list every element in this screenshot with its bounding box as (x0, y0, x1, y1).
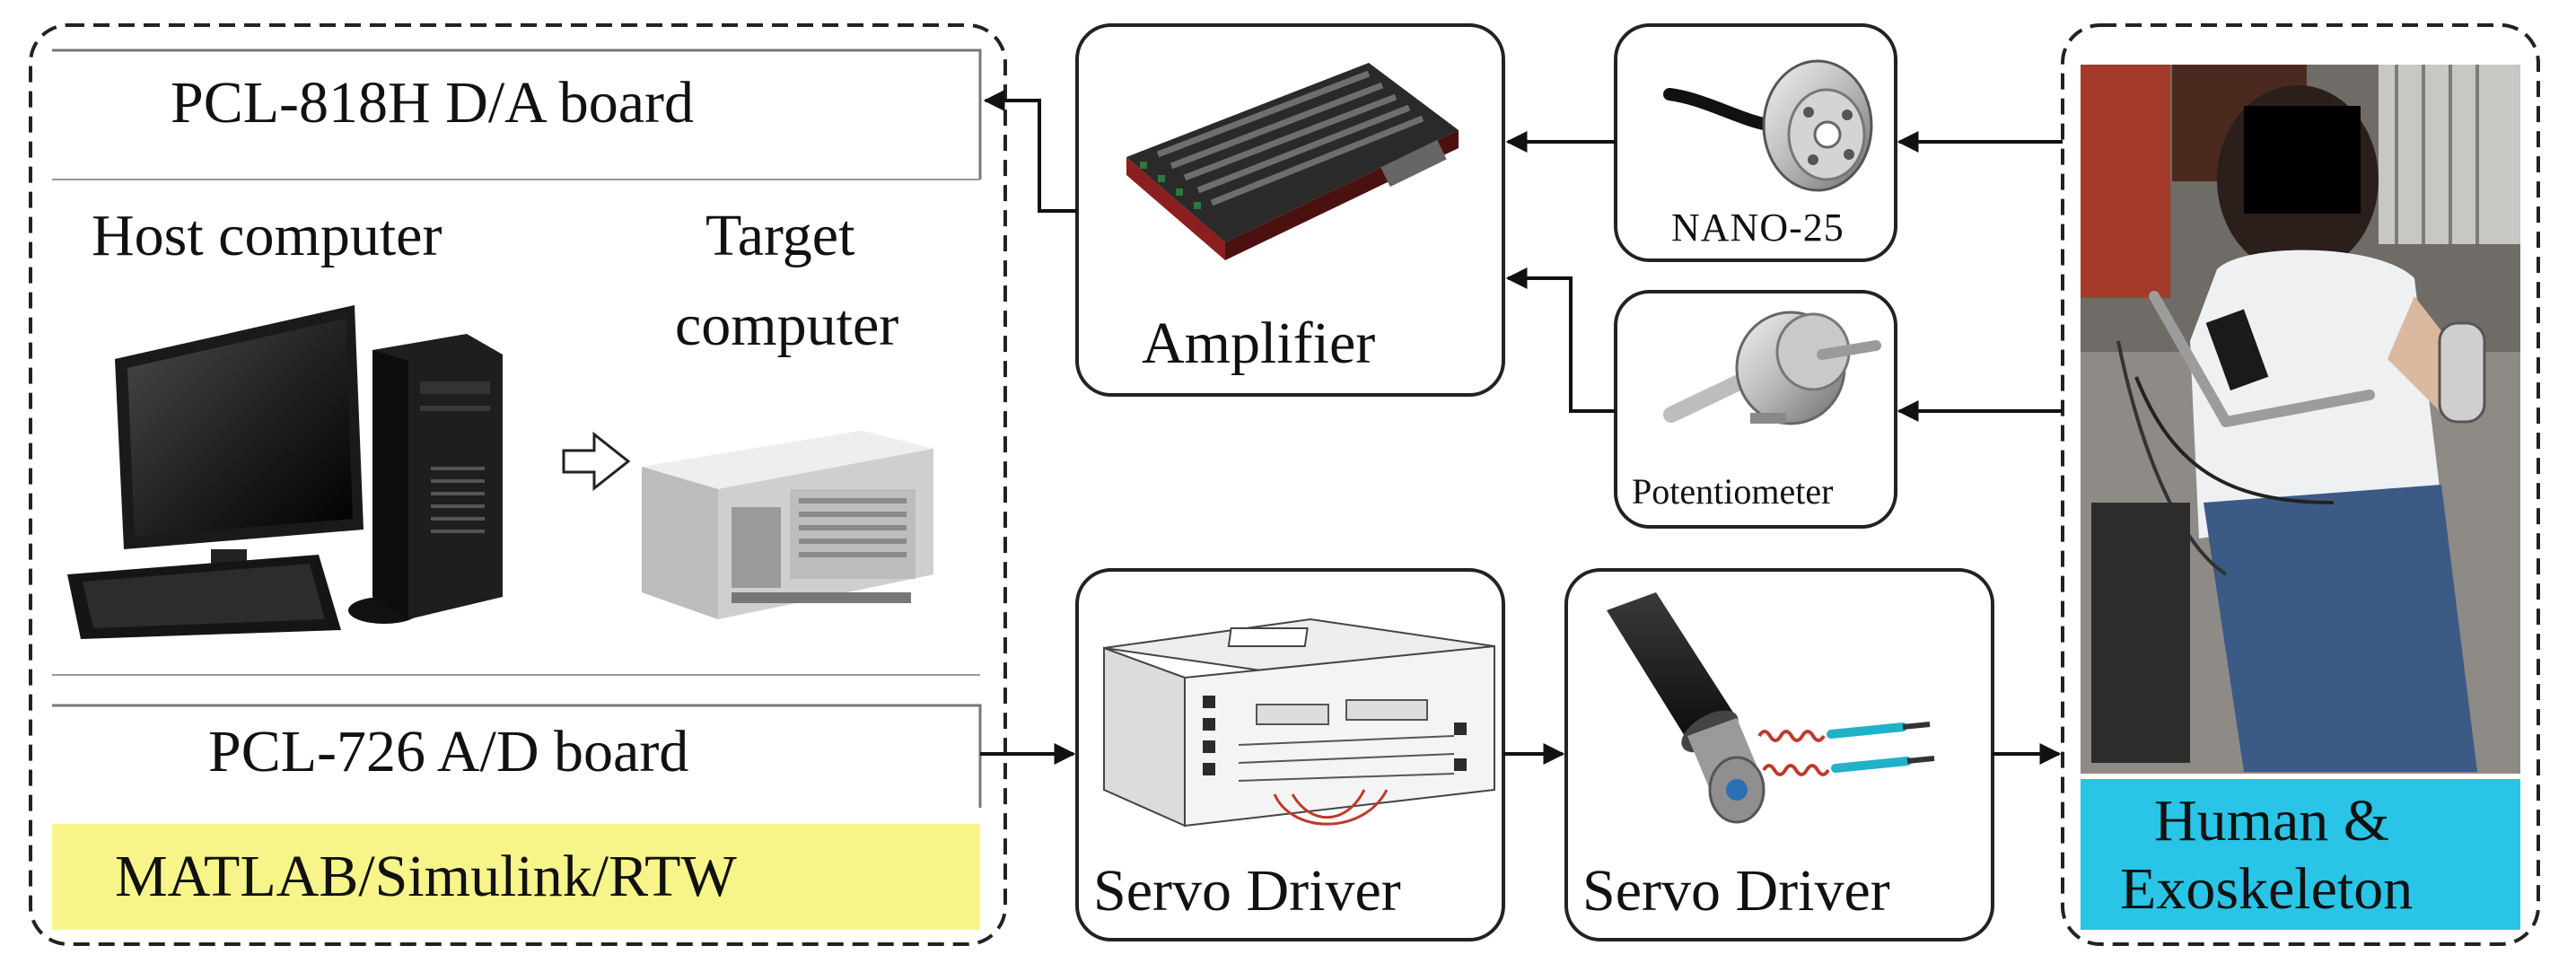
force-sensor-illustration (1663, 59, 1873, 192)
human-dashed-frame (2061, 23, 2540, 946)
target-computer-illustration (642, 431, 933, 619)
potentiometer-illustration (1663, 311, 1881, 425)
target-computer-label-line1: Target (705, 203, 855, 268)
human-label-highlight (2081, 779, 2520, 930)
potentiometer-label: Potentiometer (1632, 471, 1834, 512)
ad-board-label: PCL-726 A/D board (208, 719, 689, 784)
arrow-amplifier-to-da-board (983, 90, 1077, 213)
host-to-target-arrow (562, 431, 631, 492)
amplifier-label: Amplifier (1142, 311, 1376, 376)
human-exoskeleton-photo (2081, 65, 2520, 774)
host-computer-illustration (67, 305, 503, 639)
servo-driver-illustration (1103, 617, 1495, 828)
servo-motor-illustration (1607, 592, 1935, 824)
software-label: MATLAB/Simulink/RTW (115, 844, 737, 909)
servo-driver-label-1: Servo Driver (1093, 858, 1401, 924)
amplifier-illustration (1126, 63, 1459, 260)
target-computer-label-line2: computer (675, 293, 899, 358)
force-sensor-label: NANO-25 (1671, 206, 1844, 250)
host-computer-label: Host computer (92, 203, 442, 268)
arrow-potentiometer-to-amplifier (1505, 267, 1616, 413)
human-label-line2: Exoskeleton (2120, 856, 2414, 922)
servo-driver-label-2: Servo Driver (1582, 858, 1890, 924)
da-board-label: PCL-818H D/A board (171, 70, 694, 136)
human-label-line1: Human & (2154, 788, 2390, 854)
software-highlight (52, 824, 980, 930)
